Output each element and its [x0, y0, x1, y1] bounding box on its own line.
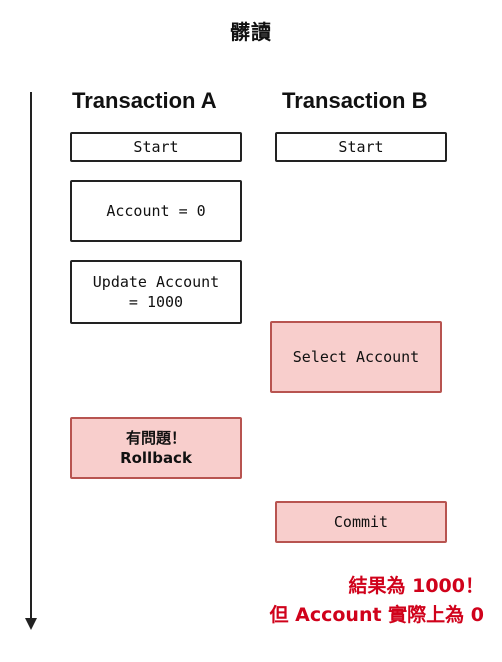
transaction-a-start-label: Start	[133, 138, 179, 156]
transaction-b-start-label: Start	[338, 138, 384, 156]
transaction-b-select-label: Select Account	[292, 348, 420, 366]
transaction-a-account-label: Account = 0	[106, 202, 206, 220]
diagram-title: 髒讀	[230, 20, 272, 44]
result-note-line-1: 結果為 1000！	[348, 575, 485, 597]
result-note: 結果為 1000！ 但 Account 實際上為 0	[270, 572, 484, 630]
result-note-line-2: 但 Account 實際上為 0	[269, 604, 484, 626]
timeline-arrowhead-icon	[25, 618, 37, 630]
transaction-b-commit-label: Commit	[333, 513, 389, 531]
transaction-a-update-step: Update Account = 1000	[70, 260, 242, 324]
transaction-a-rollback-step: 有問題！ Rollback	[70, 417, 242, 479]
transaction-b-select-step: Select Account	[270, 321, 442, 393]
transaction-a-rollback-label: 有問題！ Rollback	[120, 429, 192, 467]
transaction-a-account-step: Account = 0	[70, 180, 242, 242]
transaction-b-header: Transaction B	[282, 88, 428, 113]
transaction-a-header: Transaction A	[72, 88, 217, 113]
transaction-a-start-step: Start	[70, 132, 242, 162]
transaction-b-start-step: Start	[275, 132, 447, 162]
timeline-line	[30, 92, 32, 620]
transaction-b-commit-step: Commit	[275, 501, 447, 543]
transaction-a-update-label: Update Account = 1000	[92, 273, 220, 311]
